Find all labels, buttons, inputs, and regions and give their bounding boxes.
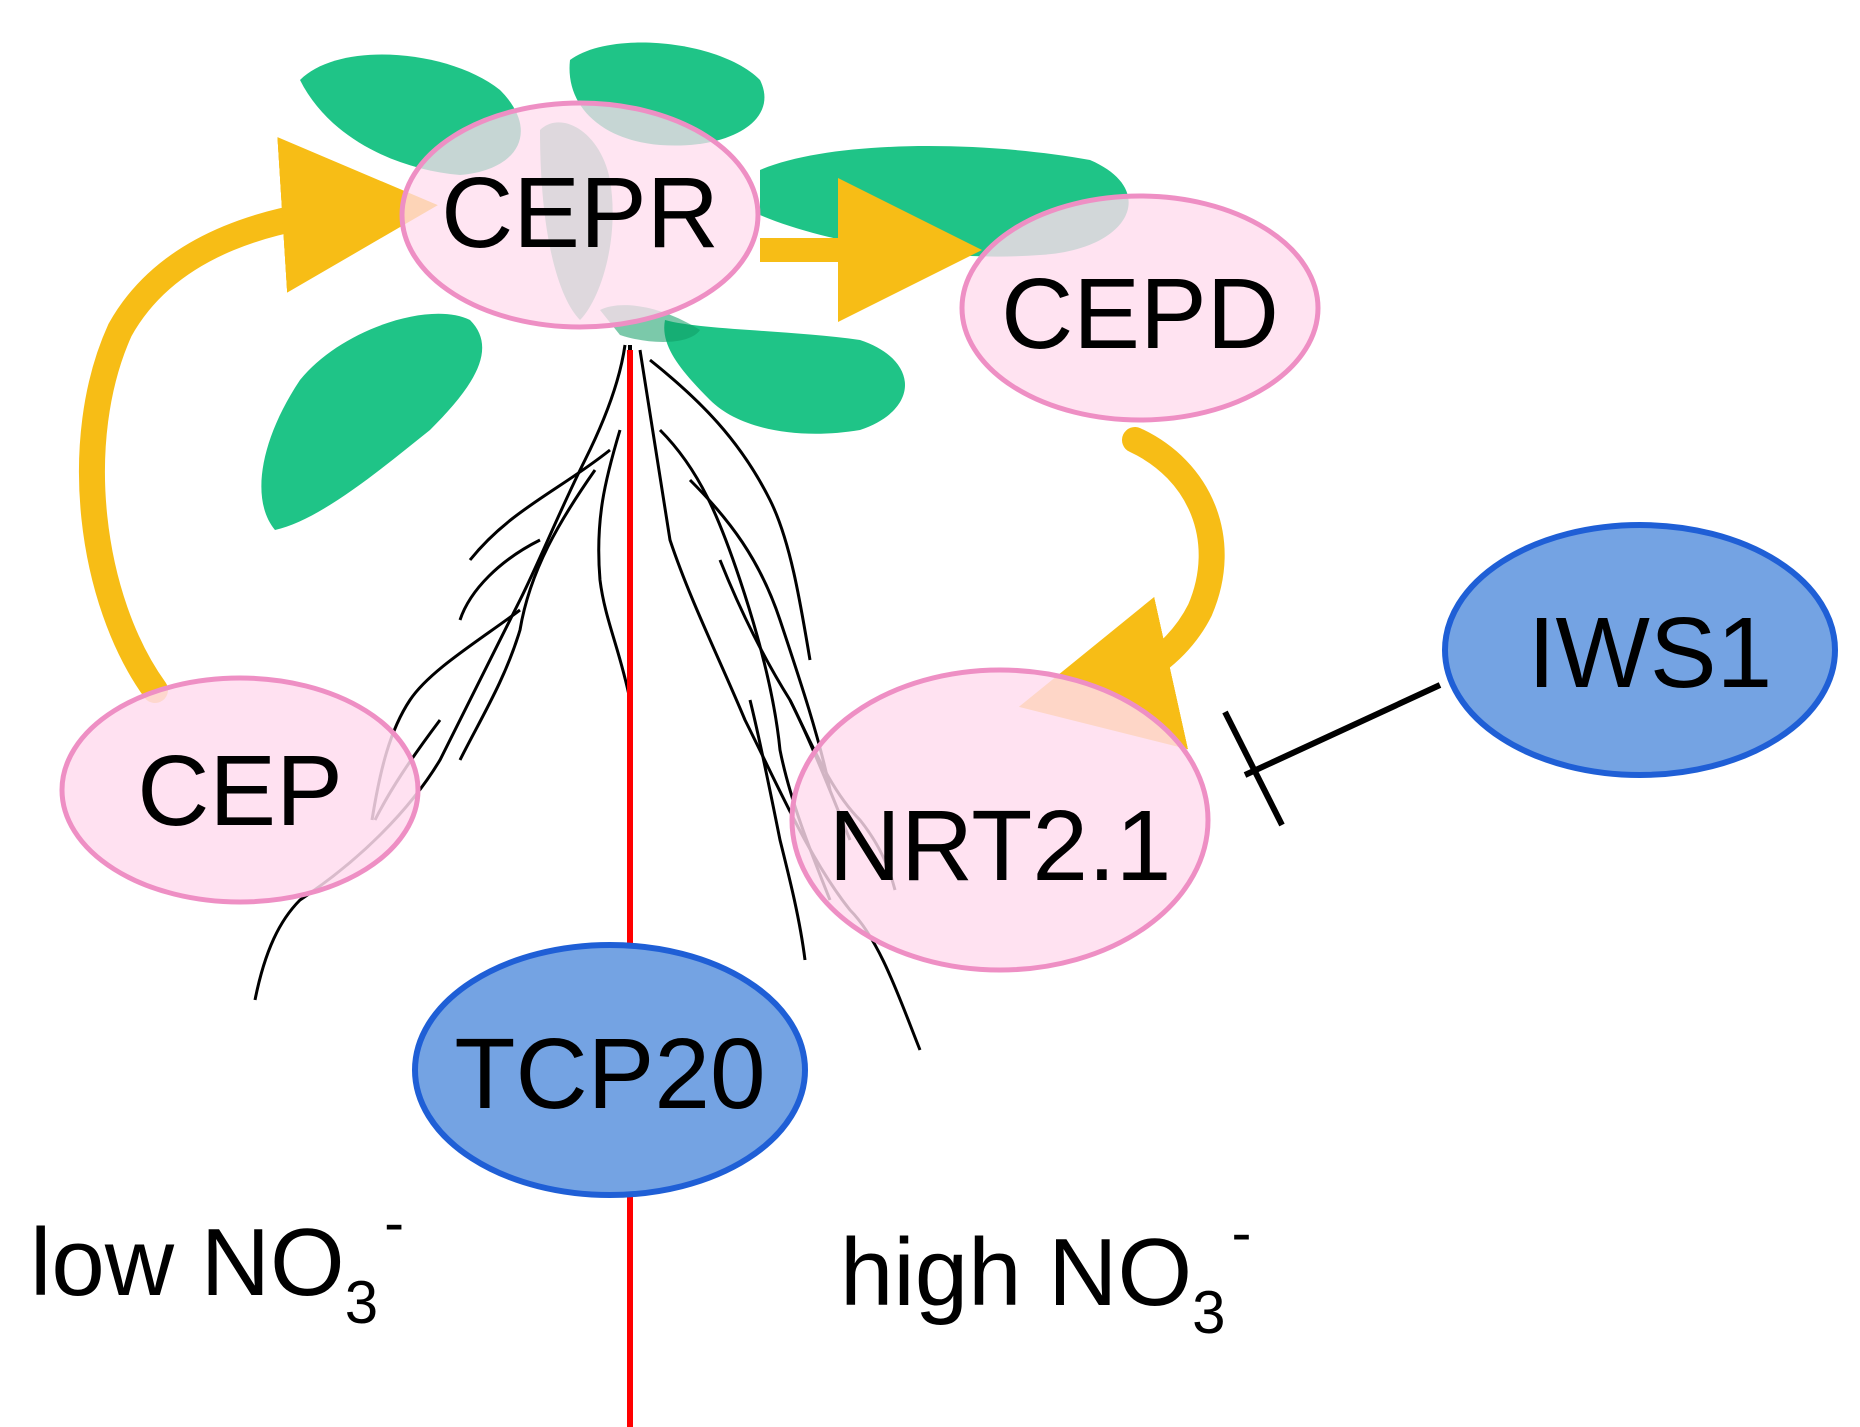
cep-label: CEP xyxy=(137,735,343,847)
low-nitrate-label: low NO3- xyxy=(30,1189,404,1336)
low-nitrate-text: low NO3- xyxy=(30,1189,404,1336)
nrt21-ellipse xyxy=(789,667,1211,973)
cep-ellipse xyxy=(59,675,421,905)
low-nitrate-prefix: low NO xyxy=(30,1209,345,1316)
signaling-arrows xyxy=(79,137,1225,750)
high-nitrate-sub: 3 xyxy=(1192,1279,1225,1346)
high-nitrate-label: high NO3- xyxy=(840,1199,1252,1346)
node-tcp20: TCP20 xyxy=(412,942,808,1198)
high-nitrate-text: high NO3- xyxy=(840,1199,1252,1346)
inhibition-bar xyxy=(1222,710,1285,827)
low-nitrate-sub: 3 xyxy=(345,1269,378,1336)
cepd-to-nrt21-arrow xyxy=(1018,427,1225,750)
inhibition-line xyxy=(1243,682,1442,778)
cep-to-cepr-arrow xyxy=(79,137,438,703)
high-nitrate-sup: - xyxy=(1232,1199,1252,1266)
node-cepd: CEPD xyxy=(959,193,1321,423)
cepr-label: CEPR xyxy=(441,157,719,269)
nrt21-label: NRT2.1 xyxy=(829,790,1172,902)
node-cep: CEP xyxy=(59,675,421,905)
tcp20-label: TCP20 xyxy=(454,1018,765,1130)
node-nrt21: NRT2.1 xyxy=(789,667,1211,973)
iws1-inhibition xyxy=(1222,682,1442,827)
cepr-ellipse xyxy=(399,100,761,330)
iws1-ellipse xyxy=(1442,522,1838,778)
iws1-label: IWS1 xyxy=(1528,597,1772,709)
cepd-label: CEPD xyxy=(1001,258,1279,370)
cepd-ellipse xyxy=(959,193,1321,423)
tcp20-ellipse xyxy=(412,942,808,1198)
node-iws1: IWS1 xyxy=(1442,522,1838,778)
node-cepr: CEPR xyxy=(399,100,761,330)
high-nitrate-prefix: high NO xyxy=(840,1219,1192,1326)
low-nitrate-sup: - xyxy=(384,1189,404,1256)
